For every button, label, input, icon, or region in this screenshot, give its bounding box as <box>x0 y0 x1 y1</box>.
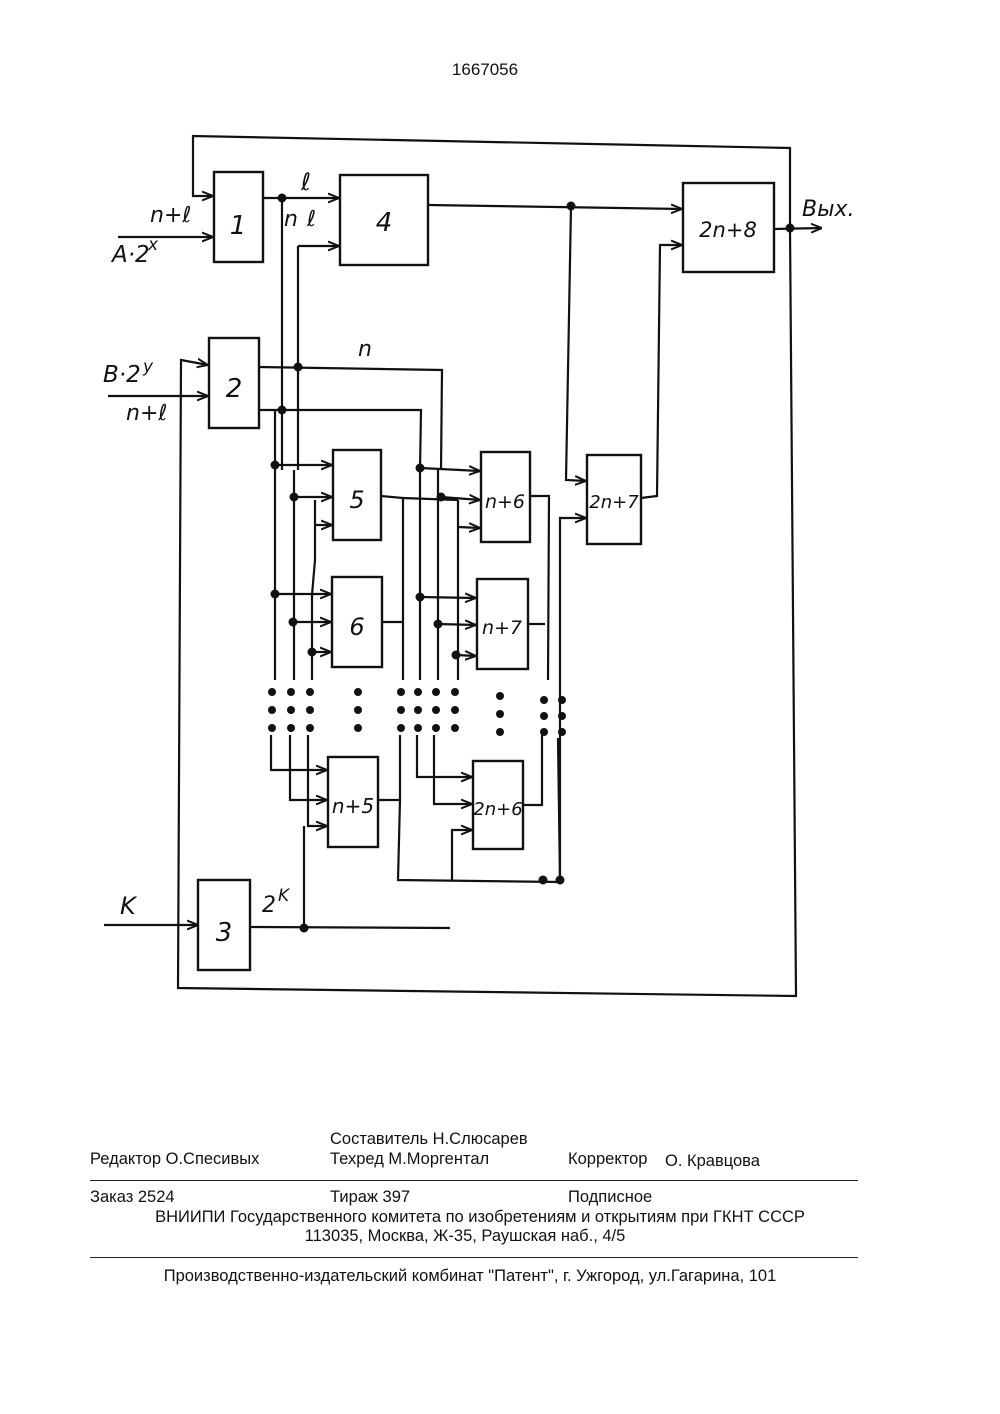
input-b-label: B·2 <box>103 362 141 388</box>
block-label: 5 <box>349 486 364 514</box>
blockn7-in1 <box>420 597 476 598</box>
junction-dot <box>452 651 461 660</box>
blockn5-in3 <box>308 735 327 826</box>
junction-dot <box>271 461 280 470</box>
junction-dot <box>539 876 548 885</box>
address-line: 113035, Москва, Ж-35, Раушская наб., 4/5 <box>0 1227 930 1246</box>
block-label: 2n+8 <box>699 218 757 242</box>
blockn6-in3 <box>458 527 480 528</box>
junction-dot <box>290 493 299 502</box>
subscription-note: Подписное <box>568 1188 652 1207</box>
left-bus-d <box>312 525 315 595</box>
junction-dot <box>434 620 443 629</box>
junction-dot <box>567 202 576 211</box>
blockn5-in1 <box>271 735 327 770</box>
block-4: 4 <box>340 175 428 265</box>
block2n7-output-line <box>641 245 682 498</box>
block-label: n+7 <box>482 617 522 639</box>
block-label: 2n+6 <box>473 799 522 820</box>
block3-output-line <box>250 927 450 928</box>
block-5: 5 <box>333 450 381 540</box>
blockn6-in1 <box>420 468 480 471</box>
block4-output-line <box>428 205 682 209</box>
institute-line: ВНИИПИ Государственного комитета по изоб… <box>0 1208 960 1227</box>
junction-dot <box>289 618 298 627</box>
block-label: 2n+7 <box>589 492 639 513</box>
blockn5-out <box>378 735 400 800</box>
block2n6-out <box>523 735 542 805</box>
bus-l-label: ℓ <box>300 168 311 196</box>
block-2n6: 2n+6 <box>473 761 523 849</box>
block-2n8: 2n+8 <box>683 183 774 272</box>
block-n6: n+6 <box>481 452 530 542</box>
junction-dot <box>556 876 565 885</box>
width-label-b: n+ℓ <box>126 401 167 426</box>
block-n5: n+5 <box>328 757 378 847</box>
block5-out <box>381 496 403 680</box>
block-2: 2 <box>209 338 259 428</box>
junction-dot <box>300 924 309 933</box>
block-label: n+6 <box>485 491 525 513</box>
input-b-exponent: y <box>142 357 154 377</box>
junction-dot <box>271 590 280 599</box>
ellipsis-dots <box>268 688 566 736</box>
junction-dot <box>786 224 795 233</box>
blockn6-out <box>530 496 549 680</box>
junction-dot <box>294 363 303 372</box>
block-1: 1 <box>214 172 263 262</box>
junction-dot <box>416 464 425 473</box>
block-label: 3 <box>216 918 233 948</box>
input-a-label: A·2 <box>110 242 150 268</box>
order-number: Заказ 2524 <box>90 1188 175 1207</box>
block-label: 2 <box>226 374 243 404</box>
block-label: 1 <box>230 211 247 241</box>
block-6: 6 <box>332 577 382 667</box>
output-line <box>774 228 822 229</box>
circulation: Тираж 397 <box>330 1188 410 1207</box>
pow-exp-label: K <box>278 886 291 906</box>
bus-l2-label: ℓ <box>306 207 316 232</box>
bus-n2-label: n <box>358 337 372 362</box>
junction-dot <box>437 493 446 502</box>
divider <box>90 1257 858 1258</box>
block2n6-in1 <box>417 735 472 777</box>
block2n6-in2 <box>434 735 472 804</box>
block-n7: n+7 <box>477 579 528 669</box>
corrector-name: О. Кравцова <box>665 1152 760 1171</box>
junction-dot <box>278 194 287 203</box>
editor-credit: Редактор О.Спесивых <box>90 1150 259 1169</box>
blocks: 1 2 3 4 5 6 n+ <box>198 172 774 970</box>
input-a-exponent: x <box>147 235 159 255</box>
block2n6-in3 <box>452 830 472 880</box>
output-label: Вых. <box>802 197 854 222</box>
block-2n7: 2n+7 <box>587 455 641 544</box>
junction-dot <box>278 406 287 415</box>
block4-branch-line <box>566 206 586 481</box>
block-diagram: 1 2 3 4 5 6 n+ <box>0 0 1000 1060</box>
pow-base-label: 2 <box>262 893 276 918</box>
junction-dot <box>416 593 425 602</box>
techred-credit: Техред М.Моргентал <box>330 1150 489 1169</box>
input-k-label: K <box>120 892 138 920</box>
corrector-label: Корректор <box>568 1150 647 1169</box>
block-label: 4 <box>376 208 393 238</box>
width-label-a: n+ℓ <box>150 203 191 228</box>
block-3: 3 <box>198 880 250 970</box>
bus-n-label: n <box>284 207 298 232</box>
block-label: n+5 <box>332 794 374 818</box>
mid-bus-c <box>403 498 458 680</box>
publisher-line: Производственно-издательский комбинат "П… <box>0 1267 940 1286</box>
compiler-credit: Составитель Н.Слюсарев <box>330 1130 528 1149</box>
junction-dot <box>308 648 317 657</box>
divider <box>90 1180 858 1181</box>
block-label: 6 <box>349 613 364 641</box>
